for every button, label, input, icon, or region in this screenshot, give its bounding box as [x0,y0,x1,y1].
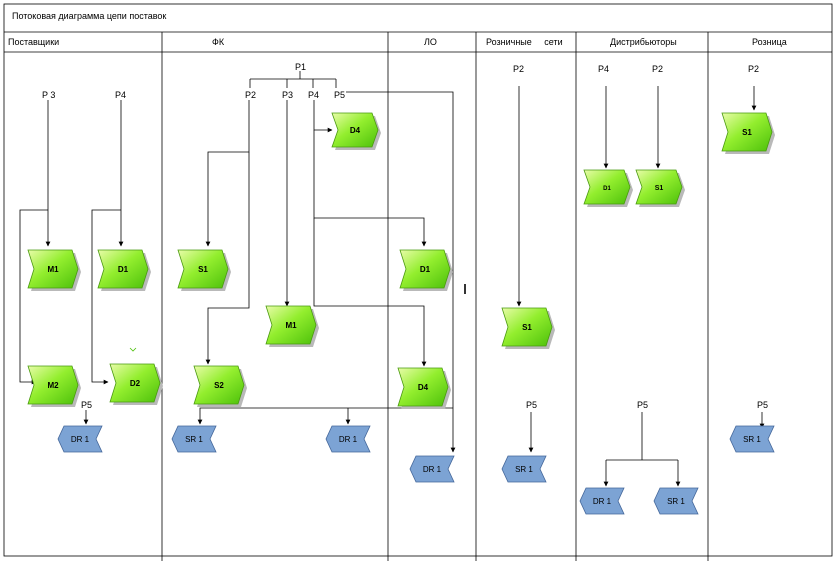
svg-text:D4: D4 [350,126,361,135]
return-sr1-fk: SR 1 [171,425,217,453]
return-sr1-retail-chains: SR 1 [501,455,547,483]
step-d4-fk: D4 [331,112,381,150]
step-s2-fk: S2 [193,365,247,407]
process-label-p4-fk: P4 [308,90,319,100]
lane-label-fk: ФК [212,37,225,47]
step-d1-lo: D1 [399,249,453,291]
svg-text:SR 1: SR 1 [185,435,203,444]
svg-text:D1: D1 [603,186,611,192]
step-m1-suppliers: M1 [27,249,81,291]
svg-text:DR 1: DR 1 [593,497,612,506]
process-label-p4-distributors: P4 [598,64,609,74]
process-label-p5-fk: P5 [334,90,345,100]
return-dr1-distributors: DR 1 [579,487,625,515]
blue-return-shapes: DR 1 SR 1 DR 1 DR 1 SR 1 DR 1 SR 1 SR 1 [57,425,775,515]
process-label-p5-retail-chains: P5 [526,400,537,410]
process-label-p5-suppliers: P5 [81,400,92,410]
green-step-shapes: M1 D1 M2 D2 S1 D4 M1 [27,112,775,409]
return-dr1-fk: DR 1 [325,425,371,453]
svg-text:D2: D2 [130,379,141,388]
svg-text:DR 1: DR 1 [71,435,90,444]
svg-text:M1: M1 [285,321,297,330]
return-sr1-distributors: SR 1 [653,487,699,515]
step-s1-retail: S1 [721,112,775,154]
step-d2-suppliers: D2 [109,363,163,405]
svg-text:D1: D1 [118,265,129,274]
step-d1-distributors: D1 [583,169,633,207]
lane-label-lo: ЛО [424,37,437,47]
svg-text:DR 1: DR 1 [423,465,442,474]
svg-text:M2: M2 [47,381,59,390]
step-m1-fk: M1 [265,305,319,347]
process-label-p5-retail: P5 [757,400,768,410]
process-label-p2-distributors: P2 [652,64,663,74]
process-label-p1-fk: P1 [295,62,306,72]
process-label-p5-distributors: P5 [637,400,648,410]
process-label-p2-retail: P2 [748,64,759,74]
svg-text:DR 1: DR 1 [339,435,358,444]
lane-label-suppliers: Поставщики [8,37,59,47]
svg-text:M1: M1 [47,265,59,274]
process-label-p3-fk: P3 [282,90,293,100]
svg-text:SR 1: SR 1 [743,435,761,444]
diagram-title: Потоковая диаграмма цепи поставок [12,11,166,21]
step-s1-retail-chains: S1 [501,307,555,349]
diagram-frame [3,3,833,561]
svg-text:S1: S1 [742,128,752,137]
svg-text:S1: S1 [198,265,208,274]
svg-text:SR 1: SR 1 [667,497,685,506]
process-label-p2-retail-chains: P2 [513,64,524,74]
svg-text:SR 1: SR 1 [515,465,533,474]
svg-text:S1: S1 [655,185,664,192]
lane-label-retail-chains: Розничные сети [486,37,563,47]
process-labels: P 3 P4 P1 P2 P3 P4 P5 P2 P4 P2 P2 P5 P5 … [42,62,768,410]
step-s1-distributors: S1 [635,169,685,207]
step-d1-suppliers: D1 [97,249,151,291]
step-s1-fk: S1 [177,249,231,291]
process-label-p2-fk: P2 [245,90,256,100]
svg-text:S2: S2 [214,381,224,390]
return-sr1-retail: SR 1 [729,425,775,453]
lane-label-distributors: Дистрибьюторы [610,37,677,47]
process-label-p4-suppliers: P4 [115,90,126,100]
lane-label-retail: Розница [752,37,787,47]
step-d4-lo: D4 [397,367,451,409]
return-dr1-suppliers: DR 1 [57,425,103,453]
connectors [19,71,765,487]
svg-text:S1: S1 [522,323,532,332]
return-dr1-lo: DR 1 [409,455,455,483]
process-label-p3-suppliers: P 3 [42,90,55,100]
svg-text:D1: D1 [420,265,431,274]
svg-text:D4: D4 [418,383,429,392]
step-m2-suppliers: M2 [27,365,81,407]
